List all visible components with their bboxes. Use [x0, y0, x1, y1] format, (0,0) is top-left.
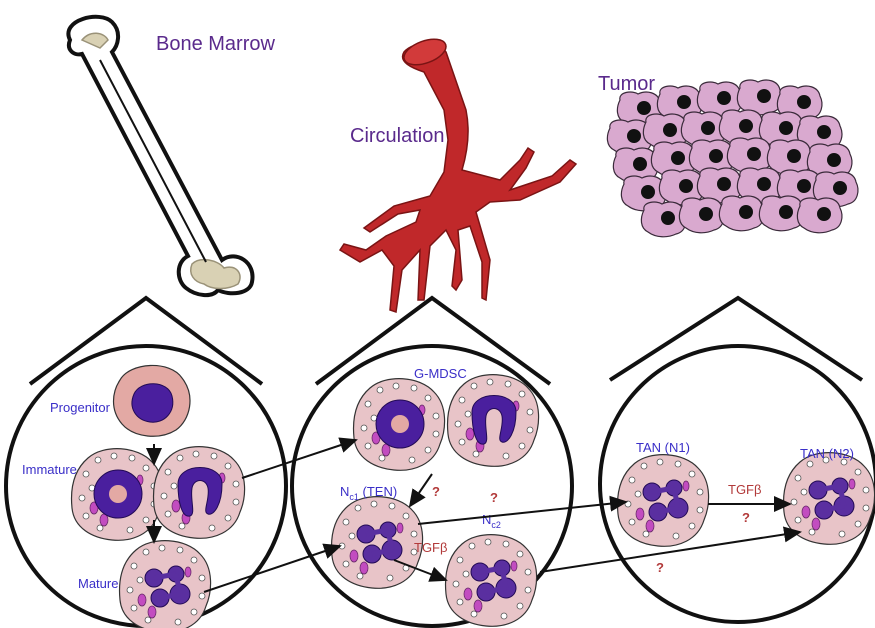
immature-cell-band	[154, 447, 245, 539]
immature-cell-left	[72, 449, 163, 541]
question-mark-1: ?	[432, 484, 440, 499]
bone-marrow-label: Bone Marrow	[156, 33, 275, 55]
tumor-mass-icon	[607, 80, 858, 237]
question-mark-3: ?	[742, 510, 750, 525]
bone-icon	[68, 17, 252, 295]
g-mdsc-label: G-MDSC	[414, 366, 467, 381]
progenitor-cell	[114, 365, 190, 436]
tan-n1-cell	[618, 455, 709, 547]
g-mdsc-cell-2	[448, 375, 539, 467]
tan-n2-label: TAN (N2)	[800, 446, 854, 461]
circulation-label: Circulation	[350, 125, 444, 147]
question-mark-2: ?	[490, 490, 498, 505]
progenitor-label: Progenitor	[50, 400, 111, 415]
nc2-cell	[446, 535, 537, 627]
tan-n2-cell	[784, 453, 875, 545]
tgfb-center-label: TGFβ	[414, 540, 447, 555]
question-mark-4: ?	[656, 560, 664, 575]
immature-label: Immature	[22, 462, 77, 477]
tumor-label: Tumor	[598, 73, 655, 95]
nc1-ten-cell	[332, 497, 423, 589]
tgfb-right-label: TGFβ	[728, 482, 761, 497]
g-mdsc-cell-1	[354, 379, 445, 471]
blood-vessel-icon	[340, 34, 576, 312]
tan-n1-label: TAN (N1)	[636, 440, 690, 455]
mature-cell	[120, 541, 211, 628]
mature-label: Mature	[78, 576, 118, 591]
